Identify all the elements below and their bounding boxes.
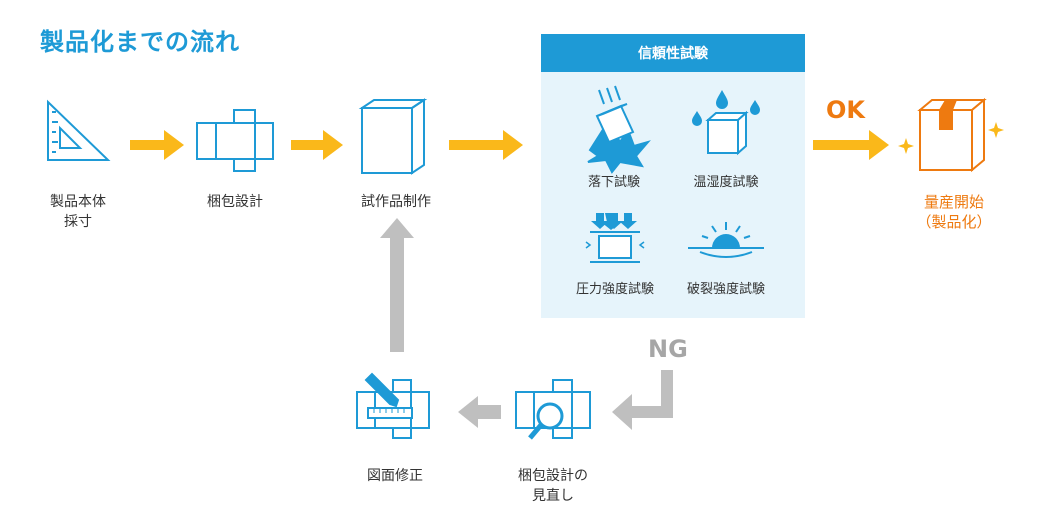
reliability-test-panel: 信頼性試験 — [541, 34, 805, 318]
arrow-ng-to-review — [612, 370, 673, 430]
pressure-test-label: 圧力強度試験 — [575, 282, 654, 297]
sparkle-icon-right — [988, 122, 1004, 138]
prototype-label: 試作品制作 — [361, 194, 431, 210]
sparkle-icon-left — [898, 138, 914, 154]
drop-test-label: 落下試験 — [587, 175, 640, 190]
burst-test-label: 破裂強度試験 — [686, 282, 765, 297]
review-packaging-label: 梱包設計の 見直し — [518, 468, 588, 504]
drop-test-icon — [587, 85, 651, 174]
arrow-drawing-to-prototype — [380, 218, 414, 352]
panel-header: 信頼性試験 — [541, 34, 805, 72]
temperature-humidity-test-label: 温湿度試験 — [693, 175, 759, 190]
burst-test-icon — [688, 222, 764, 258]
prototype-box-icon — [358, 98, 428, 175]
triangle-ruler-icon — [47, 99, 111, 161]
ng-label: NG — [648, 335, 688, 363]
pressure-test-icon — [585, 213, 645, 263]
page-title: 製品化までの流れ — [40, 28, 240, 56]
mass-production-box-icon — [917, 97, 987, 173]
arrow-product-to-design — [130, 130, 184, 160]
product-measurement-label: 製品本体 採寸 — [50, 194, 106, 230]
arrow-prototype-to-test — [449, 130, 523, 160]
packaging-design-label: 梱包設計 — [207, 194, 263, 210]
drawing-fix-icon — [356, 372, 430, 439]
temperature-humidity-test-icon — [692, 90, 760, 156]
mass-production-label: 量産開始 （製品化） — [916, 193, 992, 231]
review-packaging-icon — [515, 379, 591, 440]
arrow-design-to-prototype — [291, 130, 343, 160]
ok-label: OK — [826, 96, 865, 124]
drawing-fix-label: 図面修正 — [367, 468, 423, 484]
arrow-test-to-mass-production — [813, 130, 889, 160]
arrow-review-to-drawing — [458, 396, 501, 428]
packaging-design-icon — [196, 109, 274, 172]
